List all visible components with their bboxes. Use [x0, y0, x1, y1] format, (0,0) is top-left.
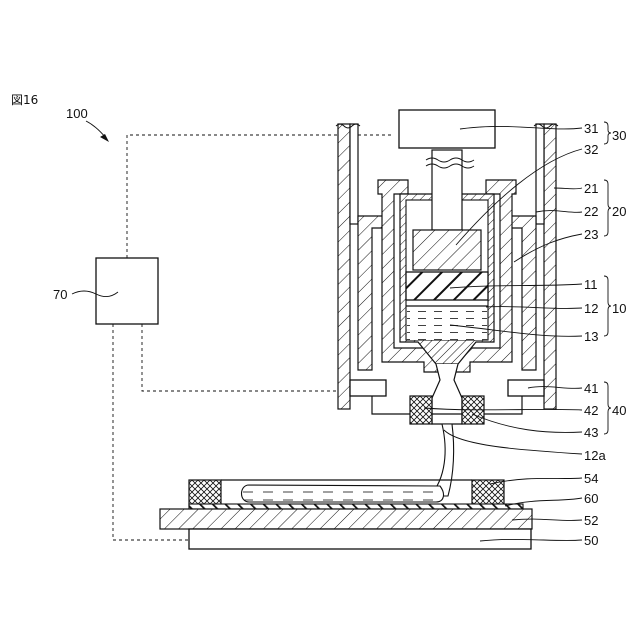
stage-52	[160, 509, 532, 529]
label-23: 23	[584, 227, 598, 242]
label-32: 32	[584, 142, 598, 157]
system-ref-label: 100	[66, 106, 88, 121]
label-13: 13	[584, 329, 598, 344]
nozzle-path	[432, 364, 462, 424]
label-11: 11	[584, 277, 598, 292]
label-54: 54	[584, 471, 598, 486]
frame-54-right	[472, 480, 504, 506]
system-ref-arrow	[86, 121, 109, 142]
label-20: 20	[612, 204, 626, 219]
label-42: 42	[584, 403, 598, 418]
label-60: 60	[584, 491, 598, 506]
controller-box	[96, 258, 158, 324]
label-31: 31	[584, 121, 598, 136]
label-40: 40	[612, 403, 626, 418]
sheet-60	[189, 504, 523, 509]
applied-liquid	[242, 485, 444, 502]
plunger-32	[413, 230, 481, 270]
label-50: 50	[584, 533, 598, 548]
piston-11	[406, 272, 488, 300]
label-22: 22	[584, 204, 598, 219]
label-12: 12	[584, 301, 598, 316]
label-21: 21	[584, 181, 598, 196]
label-10: 10	[612, 301, 626, 316]
figure-number: 図16	[11, 93, 38, 107]
label-12a: 12a	[584, 448, 606, 463]
base-50	[189, 529, 531, 549]
reference-braces	[604, 122, 611, 434]
drive-shaft	[432, 150, 462, 230]
label-52: 52	[584, 513, 598, 528]
label-43: 43	[584, 425, 598, 440]
drive-unit-31	[399, 110, 495, 148]
label-30: 30	[612, 128, 626, 143]
label-41: 41	[584, 381, 598, 396]
liquid-13	[407, 306, 487, 340]
controller-label: 70	[53, 287, 67, 302]
frame-54-left	[189, 480, 221, 506]
